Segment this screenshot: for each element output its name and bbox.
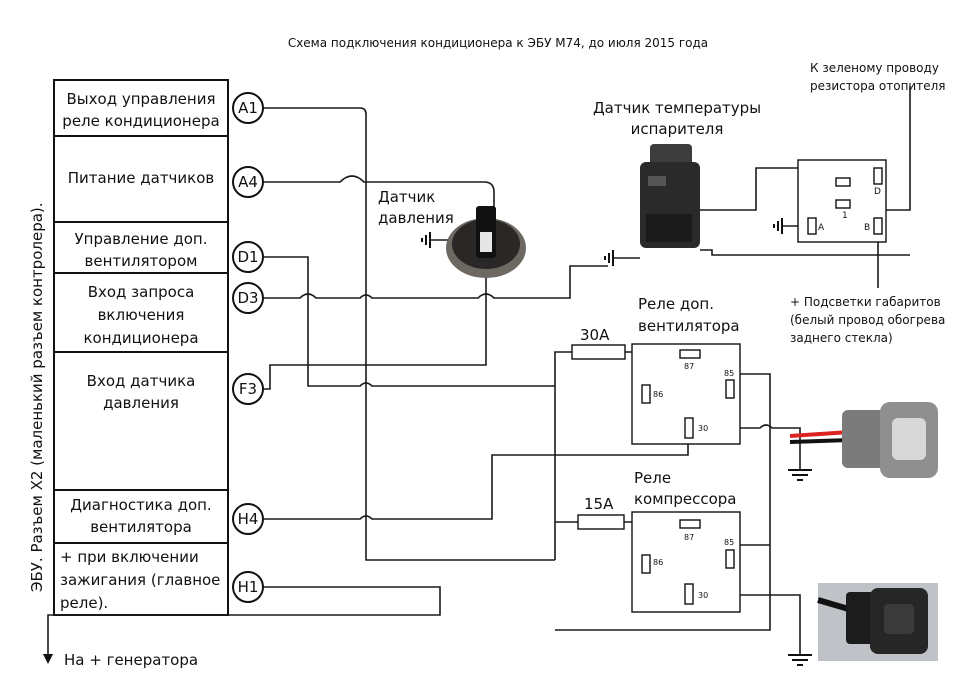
ecu-row-label: Питание датчиков bbox=[68, 169, 215, 187]
fan-relay-pin-87: 87 bbox=[684, 362, 694, 371]
green-wire-note-1: К зеленому проводу bbox=[810, 61, 939, 75]
fuse-15a bbox=[577, 514, 625, 530]
pin-a1: A1 bbox=[232, 92, 264, 124]
ecu-row-label: кондиционера bbox=[83, 329, 198, 347]
comp-relay-label-2: компрессора bbox=[634, 490, 737, 508]
fan-relay-label-1: Реле доп. bbox=[638, 295, 714, 313]
fan-relay bbox=[631, 343, 741, 445]
pin-label: A4 bbox=[238, 173, 258, 191]
backlight-note-1: + Подсветки габаритов bbox=[790, 295, 941, 309]
arrow-down-icon bbox=[43, 654, 53, 664]
fan-relay-pin-30: 30 bbox=[698, 424, 708, 433]
ecu-row-label: реле). bbox=[60, 594, 108, 612]
fuse-30a bbox=[571, 344, 626, 360]
generator-note: На + генератора bbox=[64, 651, 198, 669]
comp-relay-label-1: Реле bbox=[634, 469, 671, 487]
resistor-pin-d: D bbox=[874, 187, 881, 197]
fan-relay-pin-85: 85 bbox=[724, 369, 734, 378]
ecu-connector bbox=[53, 79, 229, 616]
ecu-row-label: Выход управления bbox=[67, 90, 216, 108]
pin-d3: D3 bbox=[232, 282, 264, 314]
pressure-sensor-label-2: давления bbox=[378, 209, 454, 227]
comp-relay-pin-86: 86 bbox=[653, 558, 663, 567]
ecu-row-label: Управление доп. bbox=[75, 230, 208, 248]
ecu-row-label: вентилятора bbox=[90, 518, 192, 536]
fan-connector bbox=[789, 402, 938, 478]
fan-relay-label-2: вентилятора bbox=[638, 317, 740, 335]
pin-f3: F3 bbox=[232, 373, 264, 405]
ecu-row-label: + при включении bbox=[60, 548, 199, 566]
pin-label: D1 bbox=[237, 248, 258, 266]
green-wire-note-2: резистора отопителя bbox=[810, 79, 945, 93]
evap-sensor-label-2: испарителя bbox=[631, 120, 724, 138]
ecu-row-label: реле кондиционера bbox=[62, 112, 219, 130]
ecu-side-label: ЭБУ. Разъем Х2 (маленький разъем контрол… bbox=[28, 202, 46, 592]
ecu-row-label: Вход датчика bbox=[87, 372, 196, 390]
ecu-row-label: Диагностика доп. bbox=[70, 496, 211, 514]
pin-h1: H1 bbox=[232, 571, 264, 603]
fuse-15a-label: 15А bbox=[584, 495, 614, 513]
pin-h4: H4 bbox=[232, 503, 264, 535]
resistor-pin-b: B bbox=[864, 223, 870, 233]
resistor-pin-a: A bbox=[818, 223, 825, 233]
heater-resistor-block bbox=[797, 159, 887, 243]
pressure-sensor-label-1: Датчик bbox=[378, 188, 435, 206]
backlight-note-3: заднего стекла) bbox=[790, 331, 893, 345]
ecu-row-label: включения bbox=[98, 306, 185, 324]
pin-label: H1 bbox=[238, 578, 259, 596]
pin-a4: A4 bbox=[232, 166, 264, 198]
ecu-row-label: Вход запроса bbox=[88, 283, 195, 301]
diagram-title: Схема подключения кондиционера к ЭБУ М74… bbox=[288, 36, 708, 50]
compressor-relay bbox=[631, 511, 741, 613]
pin-d1: D1 bbox=[232, 241, 264, 273]
ground-symbol-resistor bbox=[773, 218, 783, 234]
fan-relay-pin-86: 86 bbox=[653, 390, 663, 399]
ecu-row-label: вентилятором bbox=[85, 252, 198, 270]
fuse-30a-label: 30А bbox=[580, 326, 610, 344]
ground-symbol-compressor bbox=[788, 654, 812, 666]
wires bbox=[47, 86, 911, 660]
comp-relay-pin-30: 30 bbox=[698, 591, 708, 600]
backlight-note-2: (белый провод обогрева bbox=[790, 313, 945, 327]
pin-label: D3 bbox=[237, 289, 258, 307]
evap-sensor-label-1: Датчик температуры bbox=[593, 99, 761, 117]
comp-relay-pin-87: 87 bbox=[684, 533, 694, 542]
ground-symbol-fan bbox=[788, 469, 812, 481]
resistor-pin-1: 1 bbox=[842, 211, 848, 221]
comp-relay-pin-85: 85 bbox=[724, 538, 734, 547]
pin-label: A1 bbox=[238, 99, 258, 117]
evaporator-temp-sensor bbox=[640, 144, 700, 248]
pin-label: F3 bbox=[239, 380, 257, 398]
ground-symbol-evap bbox=[604, 250, 614, 266]
ecu-row-label: давления bbox=[103, 394, 179, 412]
pressure-sensor bbox=[446, 206, 526, 278]
pin-label: H4 bbox=[238, 510, 259, 528]
compressor-connector bbox=[817, 583, 938, 661]
ground-symbol-pressure bbox=[421, 232, 431, 248]
ecu-row-label: зажигания (главное bbox=[60, 571, 220, 589]
